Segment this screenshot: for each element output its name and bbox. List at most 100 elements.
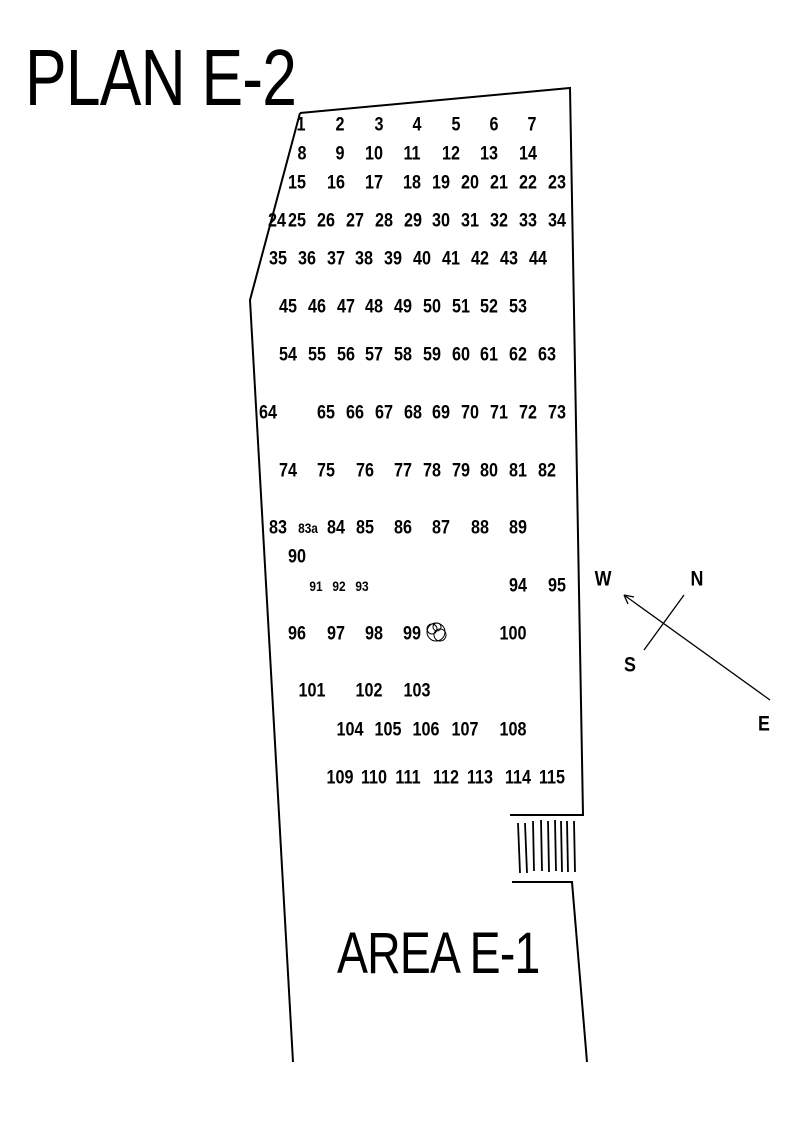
plot-label: 18 [403, 172, 421, 194]
plot-label: 77 [394, 460, 412, 482]
plot-label: 75 [317, 460, 335, 482]
plot-label: 48 [365, 296, 383, 318]
plot-label: 74 [279, 460, 297, 482]
plot-label: 53 [509, 296, 527, 318]
plot-label: 66 [346, 402, 364, 424]
plot-label: 107 [451, 719, 479, 741]
plot-label: 40 [413, 248, 431, 270]
plot-label: 1 [296, 114, 306, 136]
plot-label: 26 [317, 210, 335, 232]
plot-label: 2 [335, 114, 345, 136]
plot-label: 102 [355, 680, 383, 702]
plot-label: 3 [374, 114, 384, 136]
plot-label: 104 [336, 719, 364, 741]
plot-label: 73 [548, 402, 566, 424]
plot-label: 50 [423, 296, 441, 318]
plot-label: 64 [259, 402, 277, 424]
plot-label: 51 [452, 296, 470, 318]
plot-label: 69 [432, 402, 450, 424]
plot-label: 68 [404, 402, 422, 424]
plot-label: 12 [442, 143, 460, 165]
plot-label: 112 [432, 767, 460, 789]
plot-label: 81 [509, 460, 527, 482]
area-e2-left-edge [248, 112, 301, 1063]
plot-label: 24 [268, 210, 286, 232]
plot-label: 31 [461, 210, 479, 232]
plot-label: 47 [337, 296, 355, 318]
plot-label: 52 [480, 296, 498, 318]
plot-label: 91 [309, 578, 323, 594]
plot-label: 55 [308, 344, 326, 366]
plot-label: 92 [332, 578, 346, 594]
plot-label: 8 [297, 143, 307, 165]
plot-label: 27 [346, 210, 364, 232]
plot-label: 42 [471, 248, 489, 270]
plot-label: 11 [403, 143, 421, 165]
stairs-arrows-icon [517, 819, 576, 874]
plot-label: 15 [288, 172, 306, 194]
plot-label: 62 [509, 344, 527, 366]
plot-label: 110 [360, 767, 388, 789]
plot-label: 25 [288, 210, 306, 232]
tree-scribble-icon [426, 622, 447, 642]
plot-label: 109 [326, 767, 354, 789]
plot-label: 108 [499, 719, 527, 741]
plot-label: 96 [288, 623, 306, 645]
plot-label: 60 [452, 344, 470, 366]
plot-label: 80 [480, 460, 498, 482]
plot-label: 57 [365, 344, 383, 366]
plot-label: 94 [509, 575, 527, 597]
plot-label: 79 [452, 460, 470, 482]
plot-label: 5 [451, 114, 461, 136]
plot-label: 87 [432, 517, 450, 539]
plot-label: 84 [327, 517, 345, 539]
plot-label: 19 [432, 172, 450, 194]
compass-arrow-icon [623, 594, 771, 701]
plot-label: 43 [500, 248, 518, 270]
plot-label: 90 [288, 546, 306, 568]
plot-label: 114 [504, 767, 532, 789]
plot-label: 34 [548, 210, 566, 232]
plot-label: 32 [490, 210, 508, 232]
plot-label: 30 [432, 210, 450, 232]
plot-label: 88 [471, 517, 489, 539]
plot-label: 4 [412, 114, 422, 136]
page-title: PLAN E-2 [25, 33, 297, 122]
plot-label: 6 [489, 114, 499, 136]
plot-label: 9 [335, 143, 345, 165]
plot-label: 83a [298, 520, 318, 536]
plot-label: 20 [461, 172, 479, 194]
plot-label: 54 [279, 344, 297, 366]
plot-label: 39 [384, 248, 402, 270]
compass-north: N [690, 567, 704, 591]
plot-label: 89 [509, 517, 527, 539]
area-label: AREA E-1 [337, 921, 540, 986]
plot-label: 58 [394, 344, 412, 366]
area-e1-boundary [512, 881, 588, 1063]
plot-label: 105 [374, 719, 402, 741]
plot-label: 65 [317, 402, 335, 424]
plot-label: 86 [394, 517, 412, 539]
plot-label: 98 [365, 623, 383, 645]
plot-label: 10 [365, 143, 383, 165]
plot-label: 37 [327, 248, 345, 270]
plot-label: 78 [423, 460, 441, 482]
plot-label: 28 [375, 210, 393, 232]
plot-label: 101 [298, 680, 326, 702]
area-e2-boundary [299, 86, 585, 816]
plot-label: 61 [480, 344, 498, 366]
plot-label: 113 [466, 767, 494, 789]
plot-label: 38 [355, 248, 373, 270]
plot-label: 83 [269, 517, 287, 539]
plot-label: 76 [356, 460, 374, 482]
plot-label: 56 [337, 344, 355, 366]
plot-label: 46 [308, 296, 326, 318]
plot-label: 21 [490, 172, 508, 194]
plot-label: 95 [548, 575, 566, 597]
compass-east: E [758, 712, 770, 736]
compass-west: W [594, 567, 612, 591]
plot-label: 67 [375, 402, 393, 424]
plot-label: 35 [269, 248, 287, 270]
plot-label: 13 [480, 143, 498, 165]
